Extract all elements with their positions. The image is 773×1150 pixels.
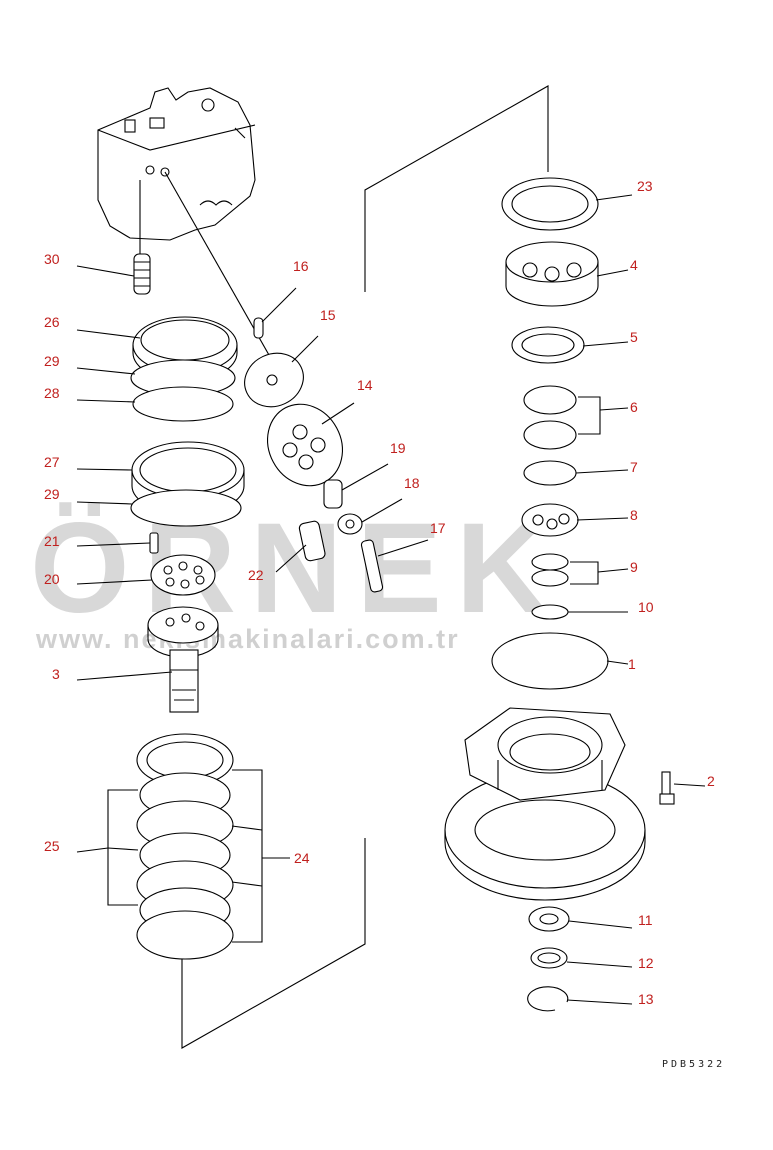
part-19-piston — [323, 479, 343, 509]
callout-29-bottom: 29 — [44, 486, 60, 502]
callout-19: 19 — [390, 440, 406, 456]
bracket-24 — [231, 769, 263, 943]
callout-3: 3 — [52, 666, 60, 682]
disc-stack — [136, 733, 234, 960]
part-6-shims — [523, 385, 601, 450]
part-12-washer — [530, 947, 568, 969]
part-28-ring — [132, 386, 234, 422]
callout-17: 17 — [430, 520, 446, 536]
part-7-seal — [523, 460, 577, 486]
callout-16: 16 — [293, 258, 309, 274]
watermark: ÖRNEK www. nekismakinalari.com.tr — [30, 497, 562, 654]
part-29-oring-bottom — [130, 489, 242, 527]
part-8-bearing — [521, 503, 579, 537]
watermark-brand: ÖRNEK — [30, 497, 562, 640]
part-30-spring — [133, 253, 151, 295]
callout-12: 12 — [638, 955, 654, 971]
callout-28: 28 — [44, 385, 60, 401]
callout-1: 1 — [628, 656, 636, 672]
part-1-oring — [491, 632, 609, 690]
callout-26: 26 — [44, 314, 60, 330]
callout-27: 27 — [44, 454, 60, 470]
part-5-race — [511, 326, 585, 364]
part-18-shoe — [337, 513, 363, 535]
part-23-ring — [501, 177, 599, 231]
callout-4: 4 — [630, 257, 638, 273]
callouts: 1 2 3 4 5 6 7 8 9 10 11 12 13 14 15 16 1… — [44, 178, 715, 1007]
callout-23: 23 — [637, 178, 653, 194]
callout-24: 24 — [294, 850, 310, 866]
part-10-snap-ring — [531, 604, 569, 620]
part-4-bearing — [505, 241, 599, 307]
part-3-shaft — [147, 606, 219, 713]
part-21-pin — [149, 532, 159, 554]
callout-29-top: 29 — [44, 353, 60, 369]
part-17-rod — [360, 539, 384, 593]
callout-2: 2 — [707, 773, 715, 789]
part-20-plate — [150, 554, 216, 596]
callout-22: 22 — [248, 567, 264, 583]
motor-housing — [97, 87, 291, 393]
callout-5: 5 — [630, 329, 638, 345]
callout-10: 10 — [638, 599, 654, 615]
part-15-plate — [244, 352, 304, 408]
part-13-snap-ring — [527, 986, 569, 1012]
bracket-25 — [107, 789, 139, 906]
leader-lines — [76, 194, 706, 1005]
part-16-pin — [253, 317, 264, 339]
part-2-bolt — [659, 771, 675, 805]
callout-20: 20 — [44, 571, 60, 587]
part-9-collars — [531, 553, 599, 587]
watermark-url: www. nekismakinalari.com.tr — [35, 624, 460, 654]
guide-lines — [181, 85, 549, 1049]
part-2-housing — [444, 707, 646, 901]
callout-15: 15 — [320, 307, 336, 323]
callout-7: 7 — [630, 459, 638, 475]
callout-9: 9 — [630, 559, 638, 575]
callout-11: 11 — [638, 912, 653, 928]
callout-14: 14 — [357, 377, 373, 393]
drawing-code: PDB5322 — [662, 1059, 725, 1070]
callout-25: 25 — [44, 838, 60, 854]
callout-13: 13 — [638, 991, 654, 1007]
callout-30: 30 — [44, 251, 60, 267]
part-11-nut — [528, 906, 570, 932]
callout-18: 18 — [404, 475, 420, 491]
callout-21: 21 — [44, 533, 60, 549]
callout-6: 6 — [630, 399, 638, 415]
part-22-piston — [298, 520, 326, 562]
callout-8: 8 — [630, 507, 638, 523]
